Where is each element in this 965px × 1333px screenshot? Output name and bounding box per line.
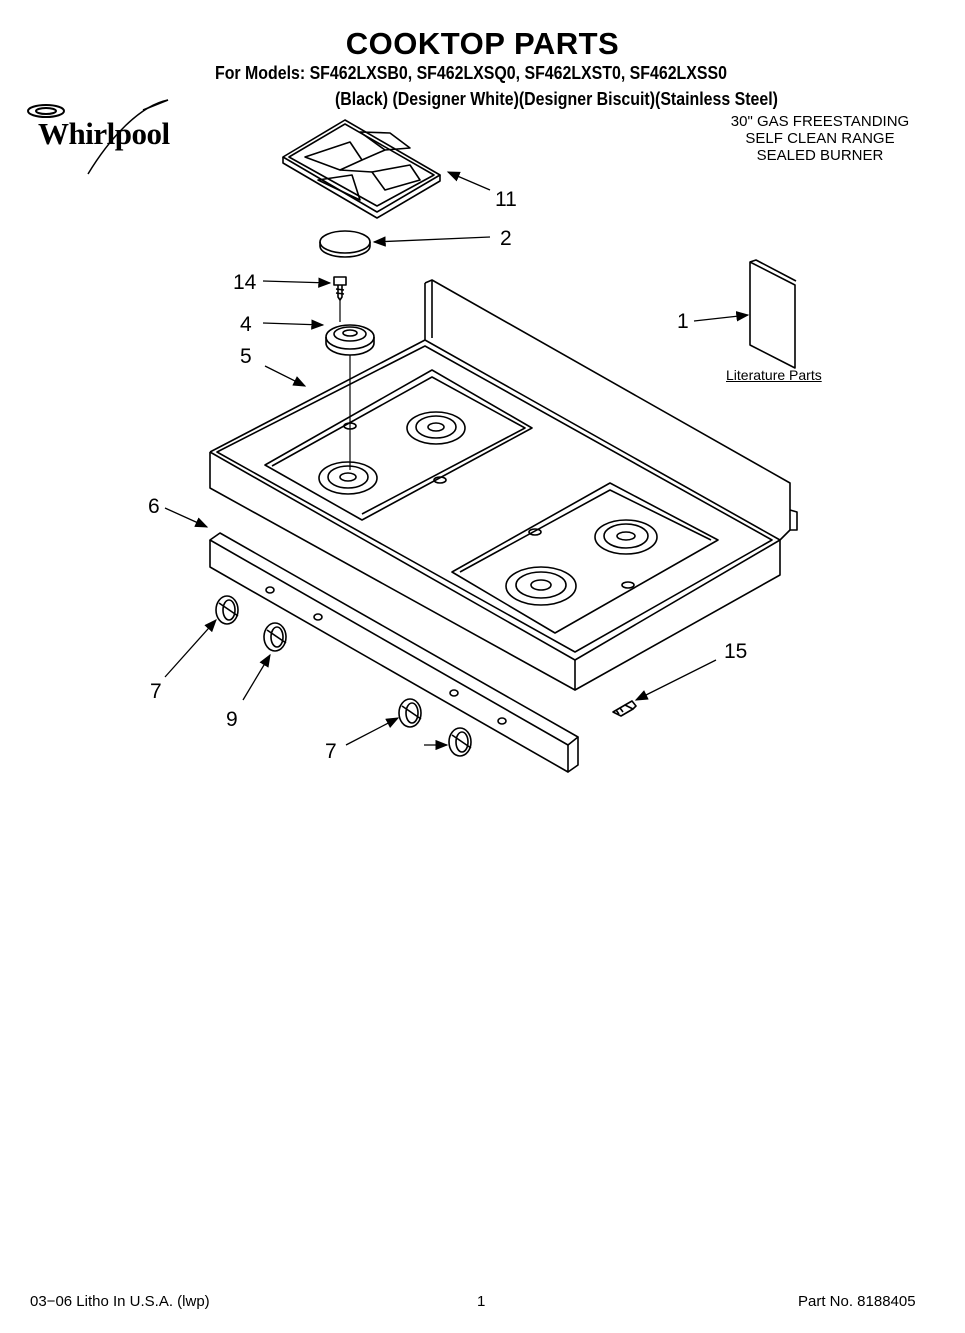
arrow	[634, 659, 717, 701]
arrow	[164, 507, 209, 528]
brand-name: Whirlpool	[38, 116, 170, 151]
knob-part	[263, 622, 287, 652]
arrow	[242, 653, 271, 701]
model-list: For Models: SF462LXSB0, SF462LXSQ0, SF46…	[215, 62, 727, 83]
arrow	[446, 171, 491, 191]
callout-literature: 1	[677, 310, 689, 333]
literature-parts-link[interactable]: Literature Parts	[726, 367, 822, 383]
grate-part	[282, 119, 441, 219]
knob-part	[448, 727, 472, 757]
page-title: COOKTOP PARTS	[345, 26, 620, 61]
footer-part-number: Part No. 8188405	[798, 1293, 916, 1310]
arrow	[164, 619, 217, 678]
description-line: 30" GAS FREESTANDING	[730, 113, 910, 130]
burner-cap-part	[319, 230, 371, 254]
callout-grate: 11	[495, 188, 517, 211]
literature-part	[749, 259, 797, 369]
callout-knob-right: 7	[325, 740, 337, 763]
callout-manifold-panel: 6	[148, 495, 160, 518]
arrow	[264, 365, 307, 387]
callout-burner-base: 4	[240, 313, 252, 336]
side-screw-part	[612, 700, 637, 717]
arrow	[262, 319, 325, 330]
manifold-panel-part	[209, 532, 579, 773]
range-description: 30" GAS FREESTANDING SELF CLEAN RANGE SE…	[710, 113, 930, 164]
cooktop-part	[209, 279, 798, 691]
callout-knob-second: 9	[226, 708, 238, 731]
callout-cooktop: 5	[240, 345, 252, 368]
color-list: (Black) (Designer White)(Designer Biscui…	[335, 88, 778, 109]
arrow	[345, 717, 400, 746]
callout-burner-cap: 2	[500, 227, 512, 250]
whirlpool-logo: Whirlpool	[18, 96, 188, 176]
knob-part	[398, 698, 422, 728]
knob-part	[215, 595, 239, 625]
arrow	[262, 277, 332, 288]
burner-base-part	[325, 324, 375, 470]
callout-knob-left: 7	[150, 680, 162, 703]
swirl-icon	[27, 99, 169, 175]
description-line: SEALED BURNER	[756, 147, 884, 164]
arrow	[693, 311, 750, 322]
callout-side-screw: 15	[724, 640, 748, 663]
screw-part	[333, 276, 347, 322]
footer-page-number: 1	[477, 1293, 486, 1310]
callout-screw: 14	[233, 271, 257, 294]
arrow	[372, 236, 491, 247]
description-line: SELF CLEAN RANGE	[745, 130, 895, 147]
footer-litho: 03−06 Litho In U.S.A. (lwp)	[30, 1293, 210, 1310]
